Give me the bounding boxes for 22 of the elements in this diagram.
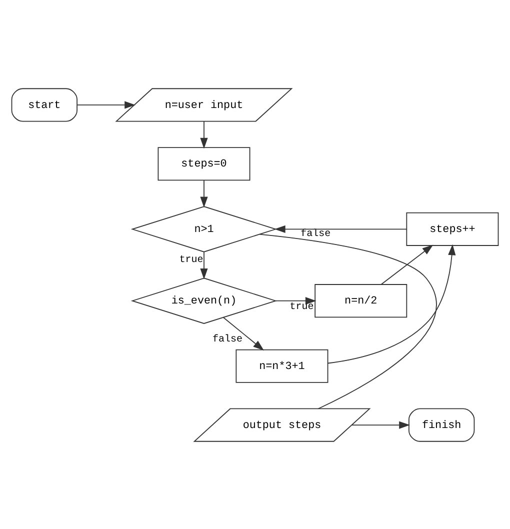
edge-label: true — [179, 254, 204, 265]
arrow — [200, 120, 208, 148]
node-diamond: n>1 — [130, 206, 278, 252]
edge-label: false — [212, 332, 242, 344]
node-diamond: is_even(n) — [130, 277, 278, 324]
node-box: n=n*3+1 — [236, 348, 328, 382]
arrow — [76, 100, 136, 108]
arrow — [222, 316, 264, 350]
arrow — [327, 244, 456, 364]
arrow — [274, 224, 408, 232]
arrow — [275, 296, 316, 304]
arrow — [380, 244, 434, 284]
node-box: steps=0 — [158, 146, 250, 180]
node-box: n=n/2 — [314, 284, 408, 318]
node-box: steps++ — [406, 212, 499, 246]
arrow — [200, 180, 208, 208]
connector — [259, 233, 437, 409]
arrow — [200, 251, 208, 279]
node-box: start — [11, 88, 78, 122]
node-box: finish — [408, 408, 475, 442]
arrow — [351, 420, 410, 428]
edge-label: true — [290, 300, 314, 312]
